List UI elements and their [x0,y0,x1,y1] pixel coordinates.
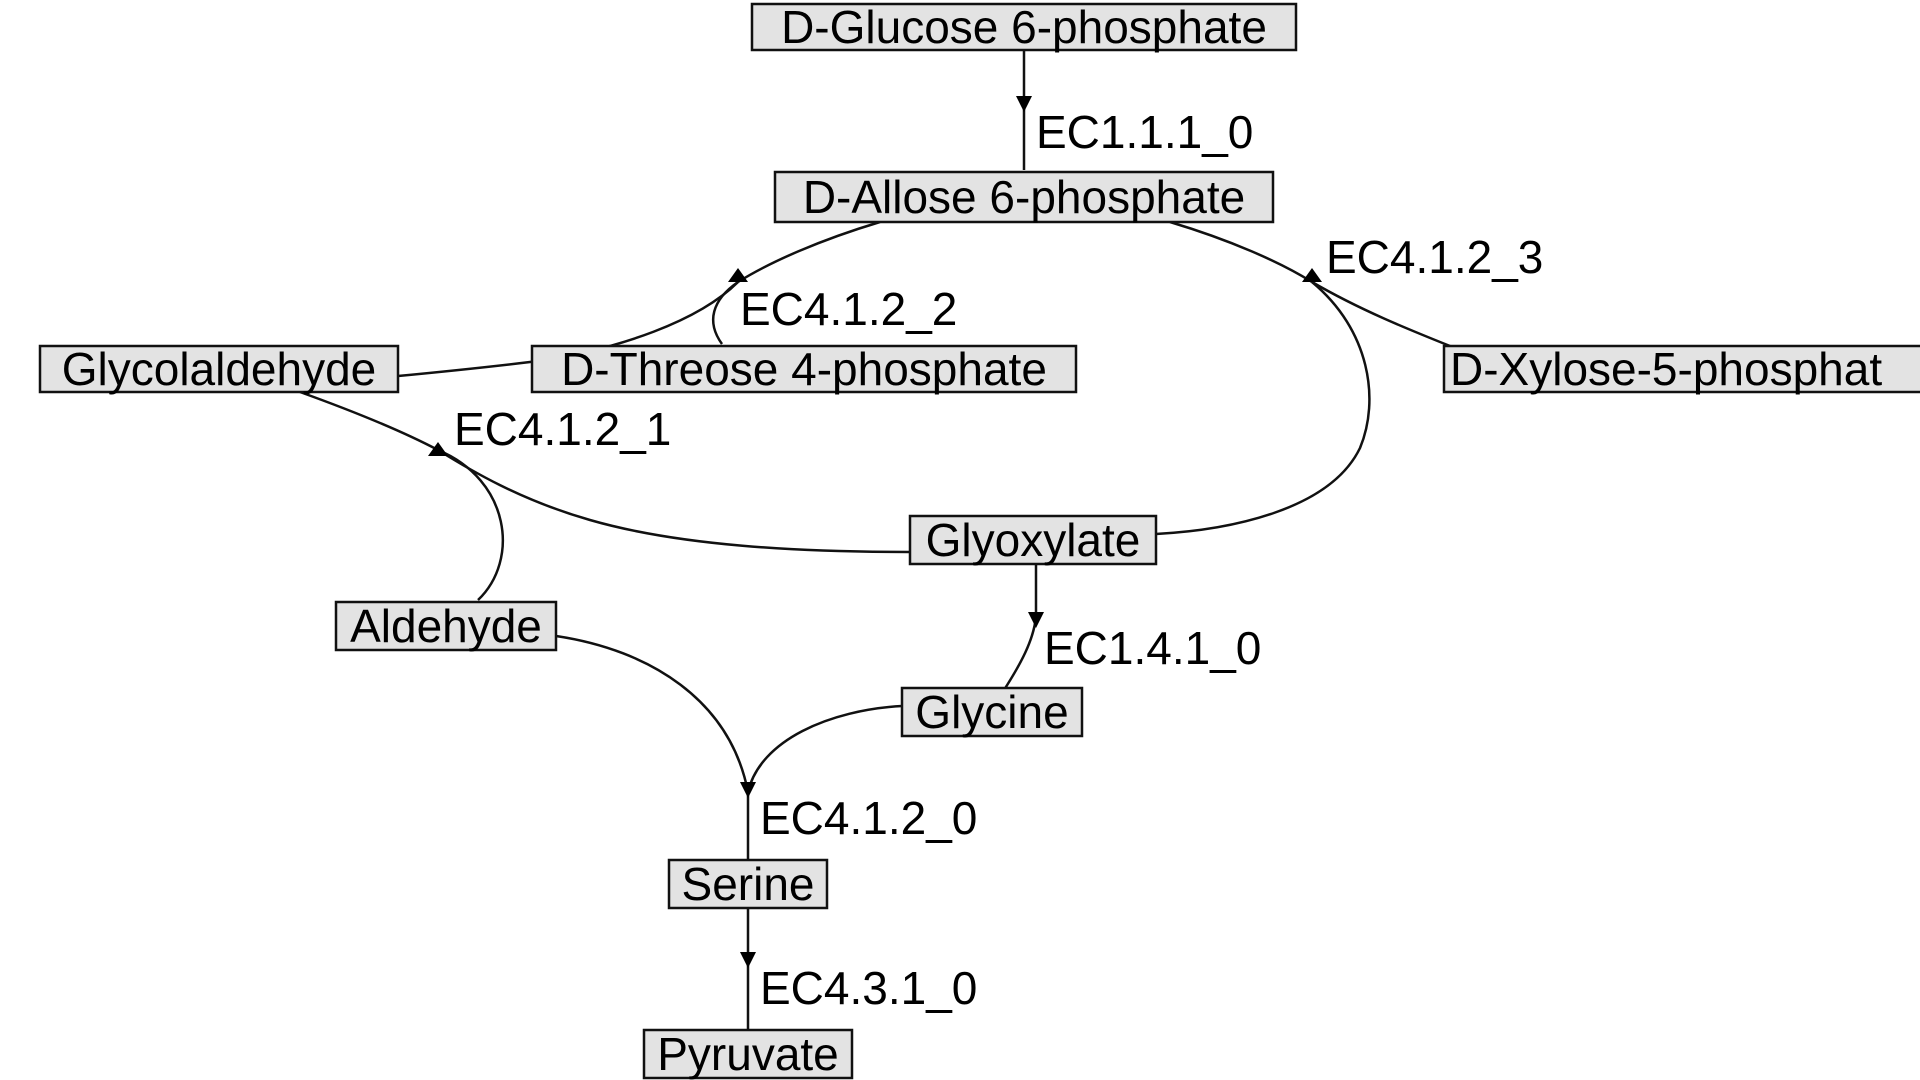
edge-glycolaldehyde-to-ec4121 [299,390,439,452]
node-xylose-5-phosphate[interactable]: D-Xylose-5-phosphat [1442,343,1920,395]
arrowhead-ec4-1-2-0 [740,782,756,798]
node-aldehyde[interactable]: Aldehyde [334,600,558,652]
node-glycolaldehyde[interactable]: Glycolaldehyde [38,343,400,395]
arrowhead-ec4-1-2-2 [728,268,748,282]
node-pyruvate[interactable]: Pyruvate [642,1028,854,1080]
reaction-label-ec4-1-2-0: EC4.1.2_0 [760,792,977,844]
node-label-allose-6-phosphate: D-Allose 6-phosphate [803,171,1245,223]
edge-allose-to-ec4122 [737,220,881,284]
arrowhead-ec1-4-1-0 [1028,612,1044,628]
node-allose-6-phosphate[interactable]: D-Allose 6-phosphate [773,170,1275,224]
reaction-label-ec4-1-2-2: EC4.1.2_2 [740,283,957,335]
node-threose-4-phosphate[interactable]: D-Threose 4-phosphate [530,343,1078,395]
reaction-label-ec4-1-2-1: EC4.1.2_1 [454,403,671,455]
node-label-glycolaldehyde: Glycolaldehyde [62,343,377,395]
edge-glycine-to-ec4120 [746,704,903,793]
arrowhead-ec1-1-1-0 [1016,96,1032,112]
edge-ec4121-to-aldehyde [437,448,505,601]
edge-ec4123-to-glyoxylate [1155,281,1371,536]
edge-ec4122-to-threose [711,280,739,345]
reaction-label-ec1-1-1-0: EC1.1.1_0 [1036,106,1253,158]
edge-aldehyde-to-ec4120 [555,634,750,793]
node-label-xylose-5-phosphate: D-Xylose-5-phosphat [1450,343,1882,395]
reaction-label-ec1-4-1-0: EC1.4.1_0 [1044,622,1261,674]
edge-allose-to-ec4123 [1169,220,1313,284]
node-label-glyoxylate: Glyoxylate [926,514,1141,566]
arrowhead-ec4-1-2-3 [1302,268,1322,282]
node-serine[interactable]: Serine [667,858,829,910]
node-glyoxylate[interactable]: Glyoxylate [908,514,1158,566]
node-glucose-6-phosphate[interactable]: D-Glucose 6-phosphate [750,1,1298,53]
edge-glyoxylate-to-ec4121 [437,448,911,554]
node-label-glucose-6-phosphate: D-Glucose 6-phosphate [781,1,1267,53]
node-label-glycine: Glycine [915,686,1068,738]
node-label-aldehyde: Aldehyde [350,600,542,652]
node-glycine[interactable]: Glycine [900,686,1084,738]
edge-ec4123-to-xylose [1311,280,1451,348]
arrowhead-ec4-3-1-0 [740,952,756,968]
node-label-threose-4-phosphate: D-Threose 4-phosphate [561,343,1047,395]
reaction-label-ec4-3-1-0: EC4.3.1_0 [760,962,977,1014]
node-label-serine: Serine [682,858,815,910]
reaction-label-ec4-1-2-3: EC4.1.2_3 [1326,231,1543,283]
edge-ec1410-to-glycine [1002,615,1038,691]
arrowhead-ec4-1-2-1 [428,442,448,456]
node-label-pyruvate: Pyruvate [657,1028,839,1080]
